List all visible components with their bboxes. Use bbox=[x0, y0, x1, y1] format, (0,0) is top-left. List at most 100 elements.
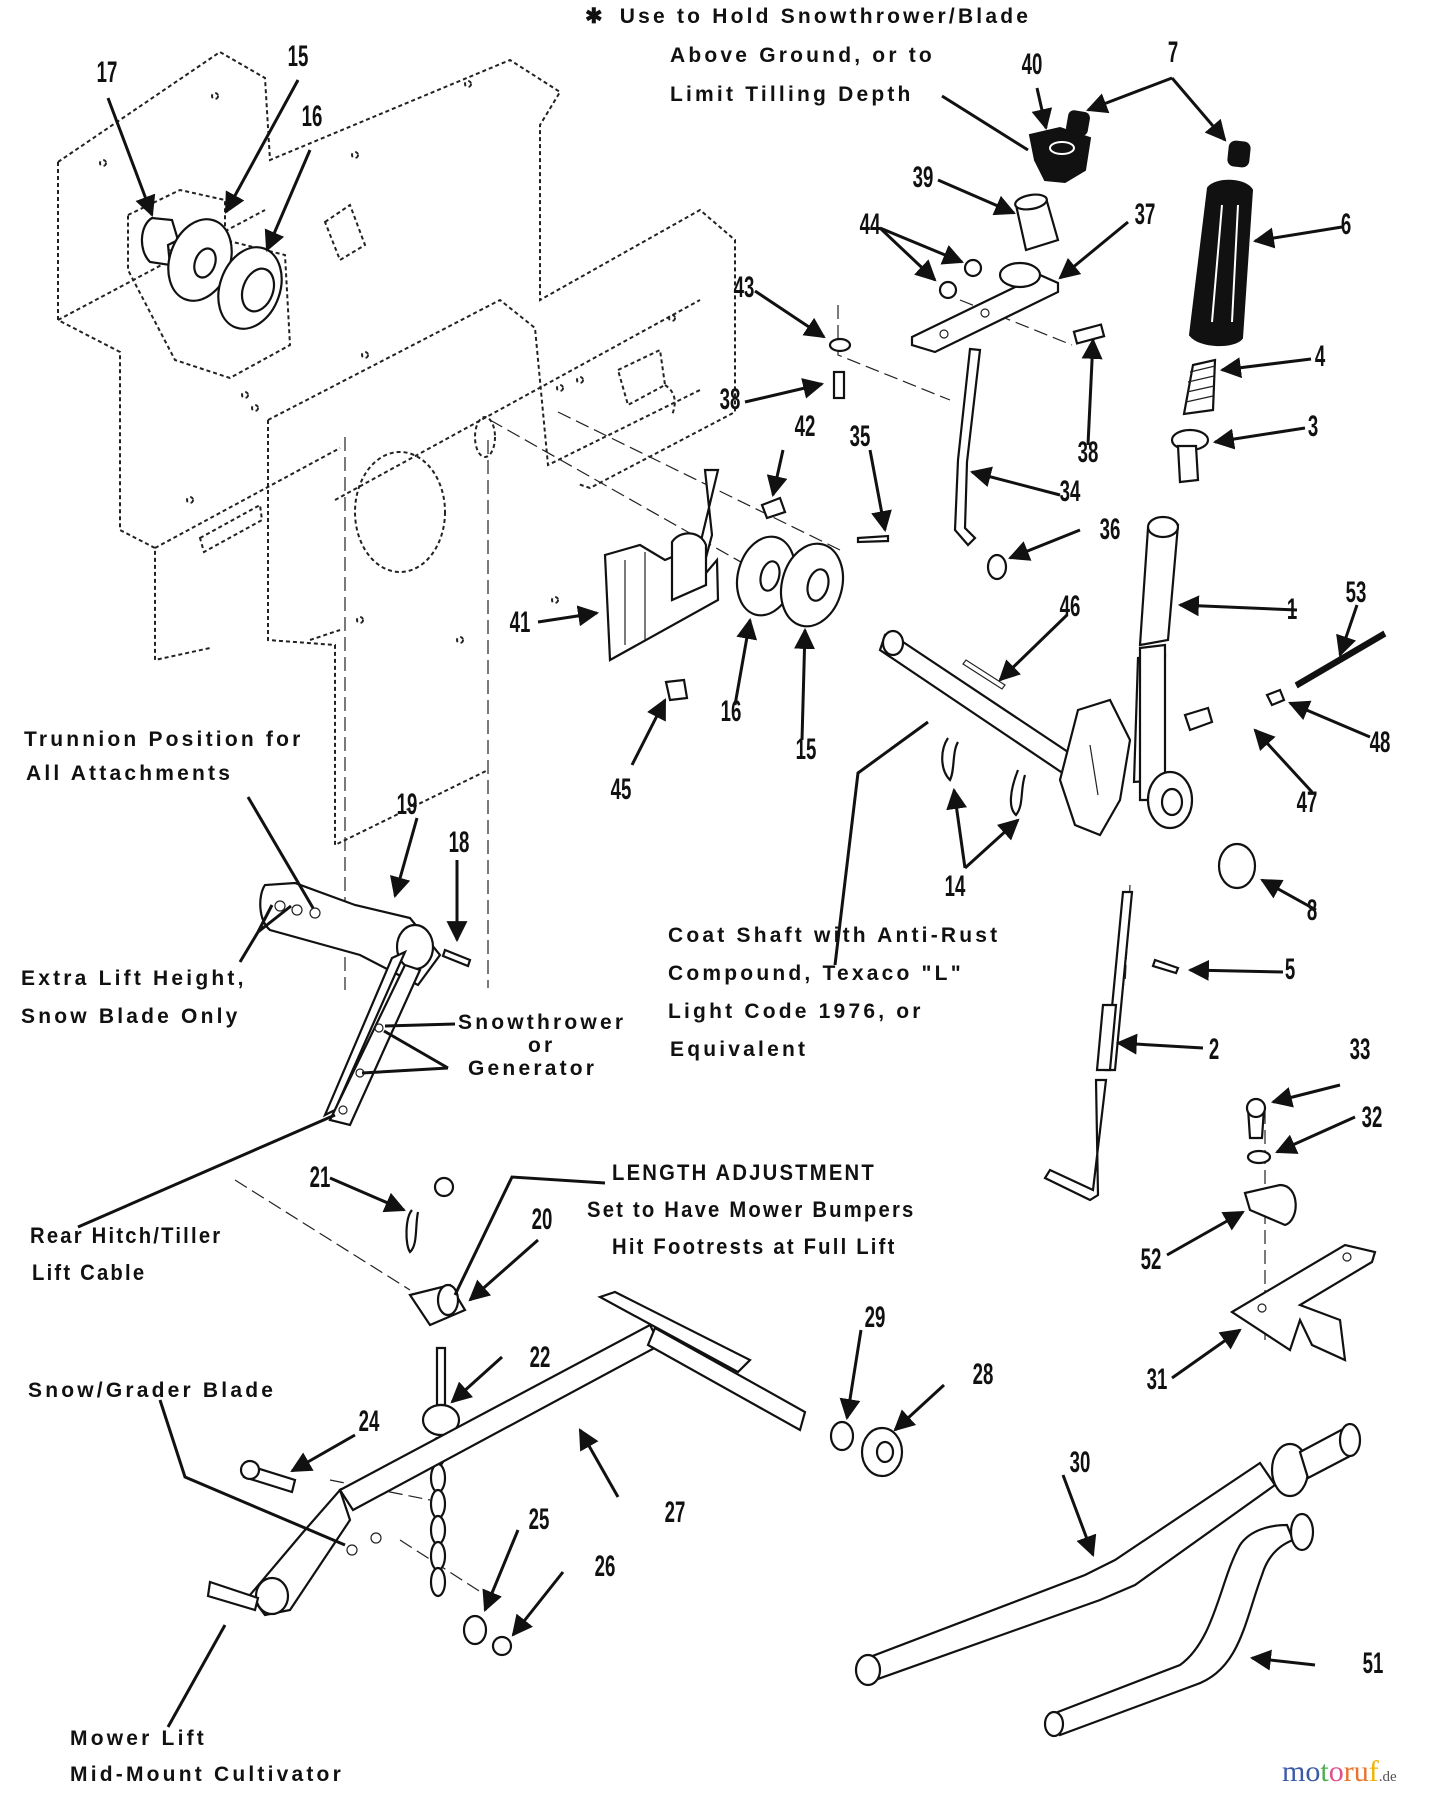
part-25-washer bbox=[462, 1614, 488, 1646]
rear-hitch-note-line-2: Lift Cable bbox=[32, 1260, 147, 1285]
callout-8: 8 bbox=[1306, 894, 1318, 927]
callout-52: 52 bbox=[1140, 1243, 1162, 1276]
part-30-tube bbox=[854, 1422, 1362, 1687]
part-15-washer-mid bbox=[779, 542, 845, 628]
snowthrower-note-line-3: Generator bbox=[468, 1057, 598, 1080]
watermark-letter: o bbox=[1305, 1755, 1321, 1788]
part-21-hairpin bbox=[405, 1209, 420, 1254]
coat-shaft-note-line-4: Equivalent bbox=[670, 1038, 809, 1061]
snow-grader-note: Snow/Grader Blade bbox=[28, 1379, 277, 1402]
callout-34: 34 bbox=[1059, 475, 1081, 508]
asterisk-icon: ✱ bbox=[585, 5, 606, 28]
length-adjustment-title: LENGTH ADJUSTMENT bbox=[612, 1160, 876, 1185]
callout-53: 53 bbox=[1345, 576, 1367, 609]
watermark-letter: o bbox=[1328, 1755, 1344, 1788]
callout-7: 7 bbox=[1167, 36, 1179, 69]
callout-24: 24 bbox=[358, 1405, 380, 1438]
part-3-bushing bbox=[1170, 428, 1210, 484]
watermark-letter: m bbox=[1282, 1755, 1306, 1788]
callout-16-mid: 16 bbox=[720, 695, 742, 728]
callout-14: 14 bbox=[944, 870, 966, 903]
callout-15-top: 15 bbox=[287, 40, 309, 73]
watermark-tld: .de bbox=[1378, 1769, 1397, 1785]
callout-46: 46 bbox=[1059, 590, 1081, 623]
part-7-cap-right bbox=[1227, 140, 1251, 168]
hold-note-line-3: Limit Tilling Depth bbox=[670, 83, 914, 106]
part-14-hairpins bbox=[941, 737, 1027, 817]
mower-lift-note-line-1: Mower Lift bbox=[70, 1727, 207, 1750]
part-40-knob bbox=[1028, 126, 1092, 184]
frame-ghost bbox=[57, 50, 736, 847]
leader-lines bbox=[77, 76, 1371, 1728]
snowthrower-note-line-2: or bbox=[528, 1034, 556, 1057]
part-24-bolt bbox=[239, 1459, 297, 1494]
callout-27: 27 bbox=[664, 1496, 686, 1529]
watermark-letter: r bbox=[1343, 1755, 1354, 1788]
callout-21: 21 bbox=[309, 1161, 331, 1194]
callout-40: 40 bbox=[1021, 48, 1043, 81]
part-19-trunnion-arm bbox=[259, 881, 442, 1127]
extra-lift-note-line-2: Snow Blade Only bbox=[21, 1005, 241, 1028]
part-48-pin bbox=[1265, 688, 1286, 707]
part-32-washer bbox=[1246, 1149, 1272, 1165]
watermark-letter: f bbox=[1368, 1755, 1379, 1788]
part-51-tube bbox=[1043, 1512, 1315, 1738]
length-adjustment-line-2: Set to Have Mower Bumpers bbox=[587, 1197, 916, 1222]
callout-19: 19 bbox=[396, 788, 418, 821]
callout-5: 5 bbox=[1284, 953, 1296, 986]
part-17-eclip bbox=[140, 216, 180, 267]
part-2-rod bbox=[1043, 890, 1134, 1202]
part-35-pin bbox=[856, 534, 890, 544]
part-29-clip bbox=[829, 1420, 855, 1452]
callout-42: 42 bbox=[794, 410, 816, 443]
length-nut bbox=[433, 1176, 455, 1198]
callout-38-right: 38 bbox=[1077, 436, 1099, 469]
part-18-pin bbox=[441, 948, 472, 968]
callout-22: 22 bbox=[529, 1341, 551, 1374]
hold-note: ✱Use to Hold Snowthrower/Blade bbox=[585, 5, 1032, 28]
trunnion-note-line-2: All Attachments bbox=[26, 762, 234, 785]
part-43-washer bbox=[828, 337, 852, 353]
part-7-cap-left bbox=[1066, 110, 1090, 136]
part-52-clamp bbox=[1243, 1183, 1297, 1227]
part-8-cap bbox=[1217, 842, 1257, 890]
callout-37: 37 bbox=[1134, 198, 1156, 231]
part-31-bracket bbox=[1229, 1243, 1377, 1362]
part-4-spring bbox=[1182, 358, 1217, 416]
part-46-shaft bbox=[878, 629, 1082, 780]
part-42-screw bbox=[760, 496, 787, 520]
part-37-bracket bbox=[910, 261, 1060, 354]
part-22-eyebolt bbox=[421, 1346, 461, 1437]
callout-47: 47 bbox=[1296, 786, 1318, 819]
callout-28: 28 bbox=[972, 1358, 994, 1391]
coat-shaft-note-line-1: Coat Shaft with Anti-Rust bbox=[668, 924, 1001, 947]
length-adjustment-line-3: Hit Footrests at Full Lift bbox=[612, 1234, 897, 1259]
coat-shaft-note-line-2: Compound, Texaco "L" bbox=[668, 962, 964, 985]
part-6-grip bbox=[1188, 179, 1254, 347]
part-15-washer bbox=[167, 218, 233, 302]
callout-32: 32 bbox=[1361, 1101, 1383, 1134]
callout-16-top: 16 bbox=[301, 100, 323, 133]
callout-3: 3 bbox=[1307, 410, 1319, 443]
rear-hitch-note-line-1: Rear Hitch/Tiller bbox=[30, 1223, 223, 1248]
callout-30: 30 bbox=[1069, 1446, 1091, 1479]
part-47-pin bbox=[1183, 706, 1214, 732]
callout-38-left: 38 bbox=[719, 383, 741, 416]
part-26-nut bbox=[491, 1635, 513, 1657]
callout-26: 26 bbox=[594, 1550, 616, 1583]
callout-2: 2 bbox=[1208, 1033, 1220, 1066]
snowthrower-note-line-1: Snowthrower bbox=[458, 1011, 627, 1034]
watermark-letter: t bbox=[1320, 1755, 1329, 1788]
part-28-bushing bbox=[860, 1426, 904, 1478]
motoruf-watermark: motoruf.de bbox=[1282, 1757, 1397, 1787]
watermark-letter: u bbox=[1353, 1755, 1369, 1788]
callout-18: 18 bbox=[448, 826, 470, 859]
part-5-pin bbox=[1151, 958, 1180, 975]
hold-note-line-2: Above Ground, or to bbox=[670, 44, 935, 67]
callout-1: 1 bbox=[1286, 593, 1298, 626]
callout-29: 29 bbox=[864, 1301, 886, 1334]
callout-25: 25 bbox=[528, 1503, 550, 1536]
callout-45: 45 bbox=[610, 773, 632, 806]
